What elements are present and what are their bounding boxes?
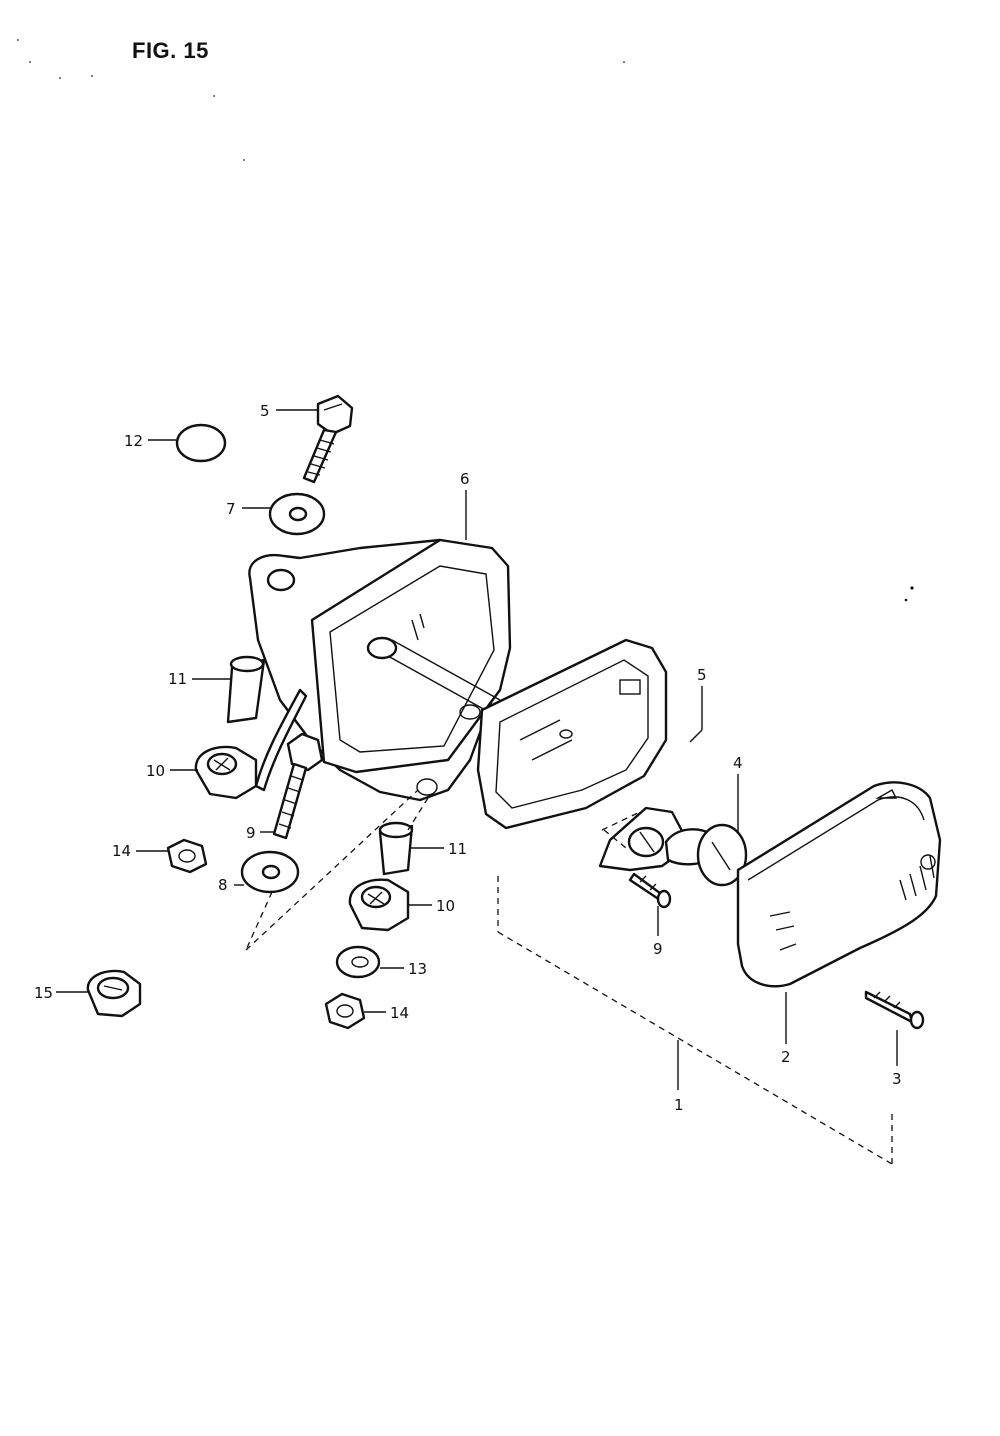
washer-lower-left (175, 423, 227, 463)
screw-socket (628, 872, 672, 909)
nut-left (166, 838, 208, 874)
bolt-mid (272, 732, 324, 840)
callout-13: 13 (408, 960, 427, 978)
callout-7: 6 (460, 470, 470, 488)
callout-8: 9 (246, 824, 256, 842)
lens (736, 781, 942, 988)
callout-9-lower: 8 (218, 876, 228, 894)
cushion-lower (348, 878, 410, 932)
callout-5-bolt: 5 (260, 402, 270, 420)
callout-10-upper: 10 (146, 762, 165, 780)
callout-11-upper: 11 (168, 670, 187, 688)
callout-14-lower: 14 (390, 1004, 409, 1022)
cushion-upper (194, 745, 258, 800)
callout-4: 4 (733, 754, 743, 772)
scan-specks (17, 39, 914, 602)
bulb (664, 823, 748, 887)
callout-6: 9 (653, 940, 663, 958)
bracket-housing (248, 538, 512, 802)
washer-lower (240, 850, 300, 894)
callout-15: 15 (34, 984, 53, 1002)
callout-9-top: 7 (226, 500, 236, 518)
callout-5-socket: 5 (697, 666, 707, 684)
screw-lens (864, 990, 925, 1030)
lamp-housing (476, 638, 668, 830)
callout-2: 2 (781, 1048, 791, 1066)
collar-upper (226, 655, 266, 724)
washer-13 (335, 945, 381, 979)
collar-lower (378, 821, 414, 876)
callout-labels: 5 7 6 11 10 12 14 9 8 11 10 13 14 15 5 4… (34, 402, 902, 1114)
callout-14-left: 14 (112, 842, 131, 860)
callout-1: 1 (674, 1096, 684, 1114)
leader-lines (56, 409, 898, 1165)
washer-top (268, 492, 326, 536)
nut-lower (324, 992, 366, 1030)
callout-12: 12 (124, 432, 143, 450)
nut-15 (86, 969, 142, 1018)
bolt-top (302, 394, 354, 484)
callout-11-lower: 11 (448, 840, 467, 858)
figure-title: FIG. 15 (132, 38, 209, 63)
callout-10-lower: 10 (436, 897, 455, 915)
callout-3: 3 (892, 1070, 902, 1088)
